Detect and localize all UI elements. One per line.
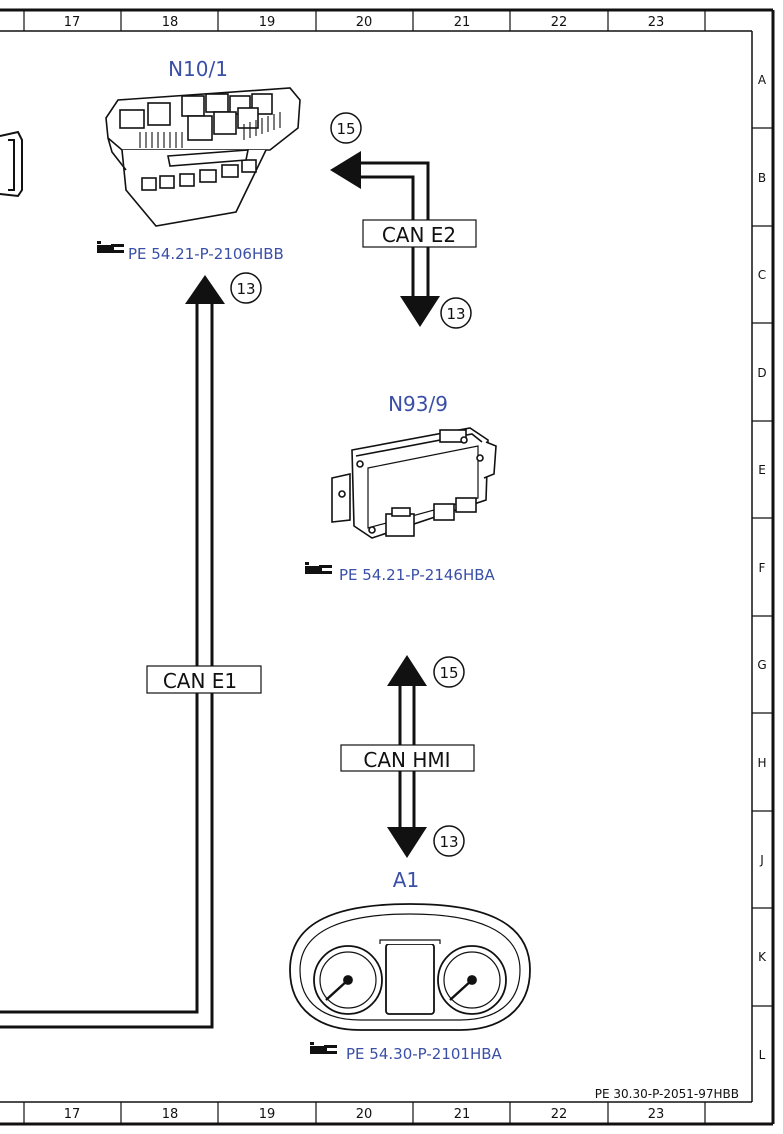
row-letter: L xyxy=(759,1048,766,1062)
n10-1-module-illustration xyxy=(105,87,301,227)
column-number: 17 xyxy=(64,15,81,30)
row-letter: H xyxy=(757,756,766,770)
can-e1-label: CAN E1 xyxy=(163,669,237,693)
can-e2-arrow-left xyxy=(330,151,361,189)
column-number: 20 xyxy=(356,15,373,30)
row-letter: E xyxy=(758,463,766,477)
can-e2-wire xyxy=(358,161,430,300)
can-hmi-label: CAN HMI xyxy=(363,748,450,772)
row-letters: A B C D E F G H J K L xyxy=(757,73,767,1062)
can-e2-marker-bottom-text: 13 xyxy=(446,305,465,323)
row-letter: G xyxy=(757,658,766,672)
n93-9-label: N93/9 xyxy=(388,392,448,416)
column-number: 19 xyxy=(259,15,276,30)
row-letter: A xyxy=(758,73,767,87)
n93-9-ref-link[interactable]: PE 54.21-P-2146HBA xyxy=(339,566,496,584)
column-number: 23 xyxy=(648,15,665,30)
n10-1-ref-link[interactable]: PE 54.21-P-2106HBB xyxy=(128,245,284,263)
a1-reference[interactable]: PE 54.30-P-2101HBA xyxy=(310,1042,503,1063)
column-number: 21 xyxy=(454,15,471,30)
can-hmi-marker-top-text: 15 xyxy=(439,664,458,682)
column-number: 21 xyxy=(454,1107,471,1122)
document-reference: PE 30.30-P-2051-97HBB xyxy=(595,1087,739,1101)
can-e1-marker: 13 xyxy=(230,272,262,304)
column-number: 18 xyxy=(162,15,179,30)
can-e2-label-box: CAN E2 xyxy=(362,219,477,248)
can-e1-wire xyxy=(0,300,214,1029)
can-e2-label: CAN E2 xyxy=(382,223,456,247)
can-hmi-arrow-up xyxy=(387,655,427,686)
column-number: 18 xyxy=(162,1107,179,1122)
can-hmi-marker-bottom-text: 13 xyxy=(439,833,458,851)
column-number: 20 xyxy=(356,1107,373,1122)
row-letter: J xyxy=(759,853,764,867)
column-number: 23 xyxy=(648,1107,665,1122)
n10-1-reference[interactable]: PE 54.21-P-2106HBB xyxy=(97,241,284,263)
column-number: 17 xyxy=(64,1107,81,1122)
can-e1-arrow-up xyxy=(185,275,225,304)
a1-ref-link[interactable]: PE 54.30-P-2101HBA xyxy=(346,1045,503,1063)
n10-1-label: N10/1 xyxy=(168,57,228,81)
can-hmi-marker-top: 15 xyxy=(433,656,465,688)
n93-9-module-illustration xyxy=(331,427,497,539)
a1-label: A1 xyxy=(393,868,419,892)
can-hmi-arrow-down xyxy=(387,827,427,858)
can-e2-arrow-down xyxy=(400,296,440,327)
pointing-hand-icon xyxy=(97,241,124,253)
can-hmi-label-box: CAN HMI xyxy=(340,744,475,772)
column-number: 19 xyxy=(259,1107,276,1122)
partial-connector-left xyxy=(0,130,23,198)
pointing-hand-icon xyxy=(310,1042,337,1054)
row-letter: K xyxy=(758,950,767,964)
column-number: 22 xyxy=(551,1107,568,1122)
n93-9-reference[interactable]: PE 54.21-P-2146HBA xyxy=(305,562,496,584)
a1-cluster-illustration xyxy=(289,903,531,1031)
can-e2-marker-top-text: 15 xyxy=(336,120,355,138)
column-number: 22 xyxy=(551,15,568,30)
can-e2-marker-top: 15 xyxy=(330,112,362,144)
column-numbers-top: 17 18 19 20 21 22 23 xyxy=(64,15,665,30)
row-letter: C xyxy=(758,268,766,282)
can-e2-marker-bottom: 13 xyxy=(440,297,472,329)
column-numbers-bottom: 17 18 19 20 21 22 23 xyxy=(64,1107,665,1122)
row-letter: D xyxy=(757,366,766,380)
row-letter: B xyxy=(758,171,766,185)
pointing-hand-icon xyxy=(305,562,332,574)
can-e1-label-box: CAN E1 xyxy=(146,665,262,694)
sheet-frame xyxy=(0,8,775,1126)
can-hmi-marker-bottom: 13 xyxy=(433,825,465,857)
can-e1-marker-text: 13 xyxy=(236,280,255,298)
row-letter: F xyxy=(759,561,766,575)
